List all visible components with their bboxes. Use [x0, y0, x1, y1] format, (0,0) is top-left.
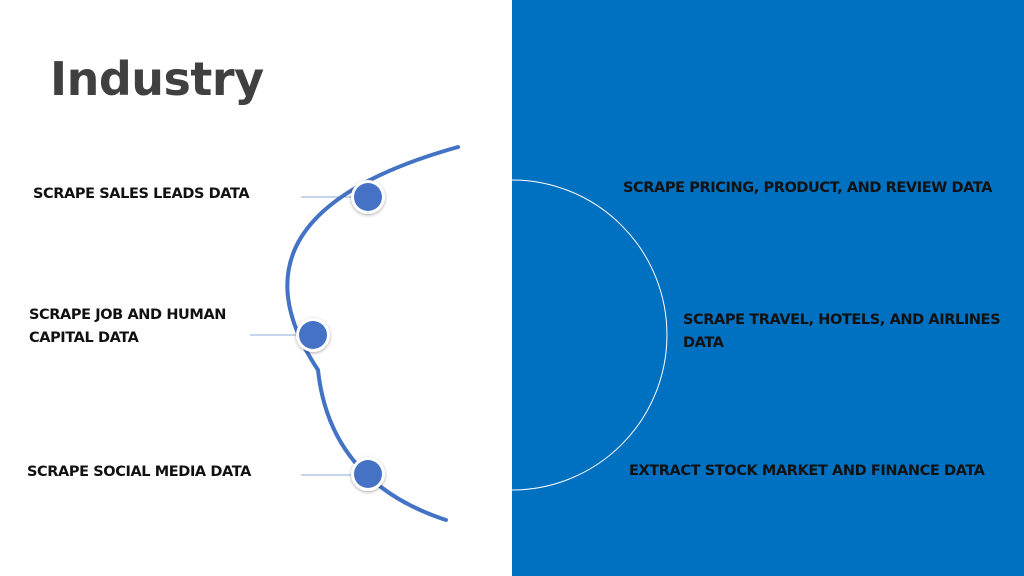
timeline-node-2 [296, 318, 330, 352]
label-sales-leads: SCRAPE SALES LEADS DATA [33, 186, 250, 202]
label-pricing-product-review: SCRAPE PRICING, PRODUCT, AND REVIEW DATA [623, 180, 993, 196]
label-job-human-capital: SCRAPE JOB AND HUMAN CAPITAL DATA [29, 307, 227, 346]
right-blue-panel [512, 0, 1024, 576]
timeline-node-1 [351, 180, 385, 214]
label-social-media: SCRAPE SOCIAL MEDIA DATA [27, 464, 251, 480]
semicircle-outline [511, 179, 668, 491]
label-travel-hotels-airlines: SCRAPE TRAVEL, HOTELS, AND AIRLINES DATA [683, 312, 1001, 351]
timeline-node-3 [351, 457, 385, 491]
slide-title: Industry [50, 52, 264, 106]
label-stock-market-finance: EXTRACT STOCK MARKET AND FINANCE DATA [629, 463, 985, 479]
